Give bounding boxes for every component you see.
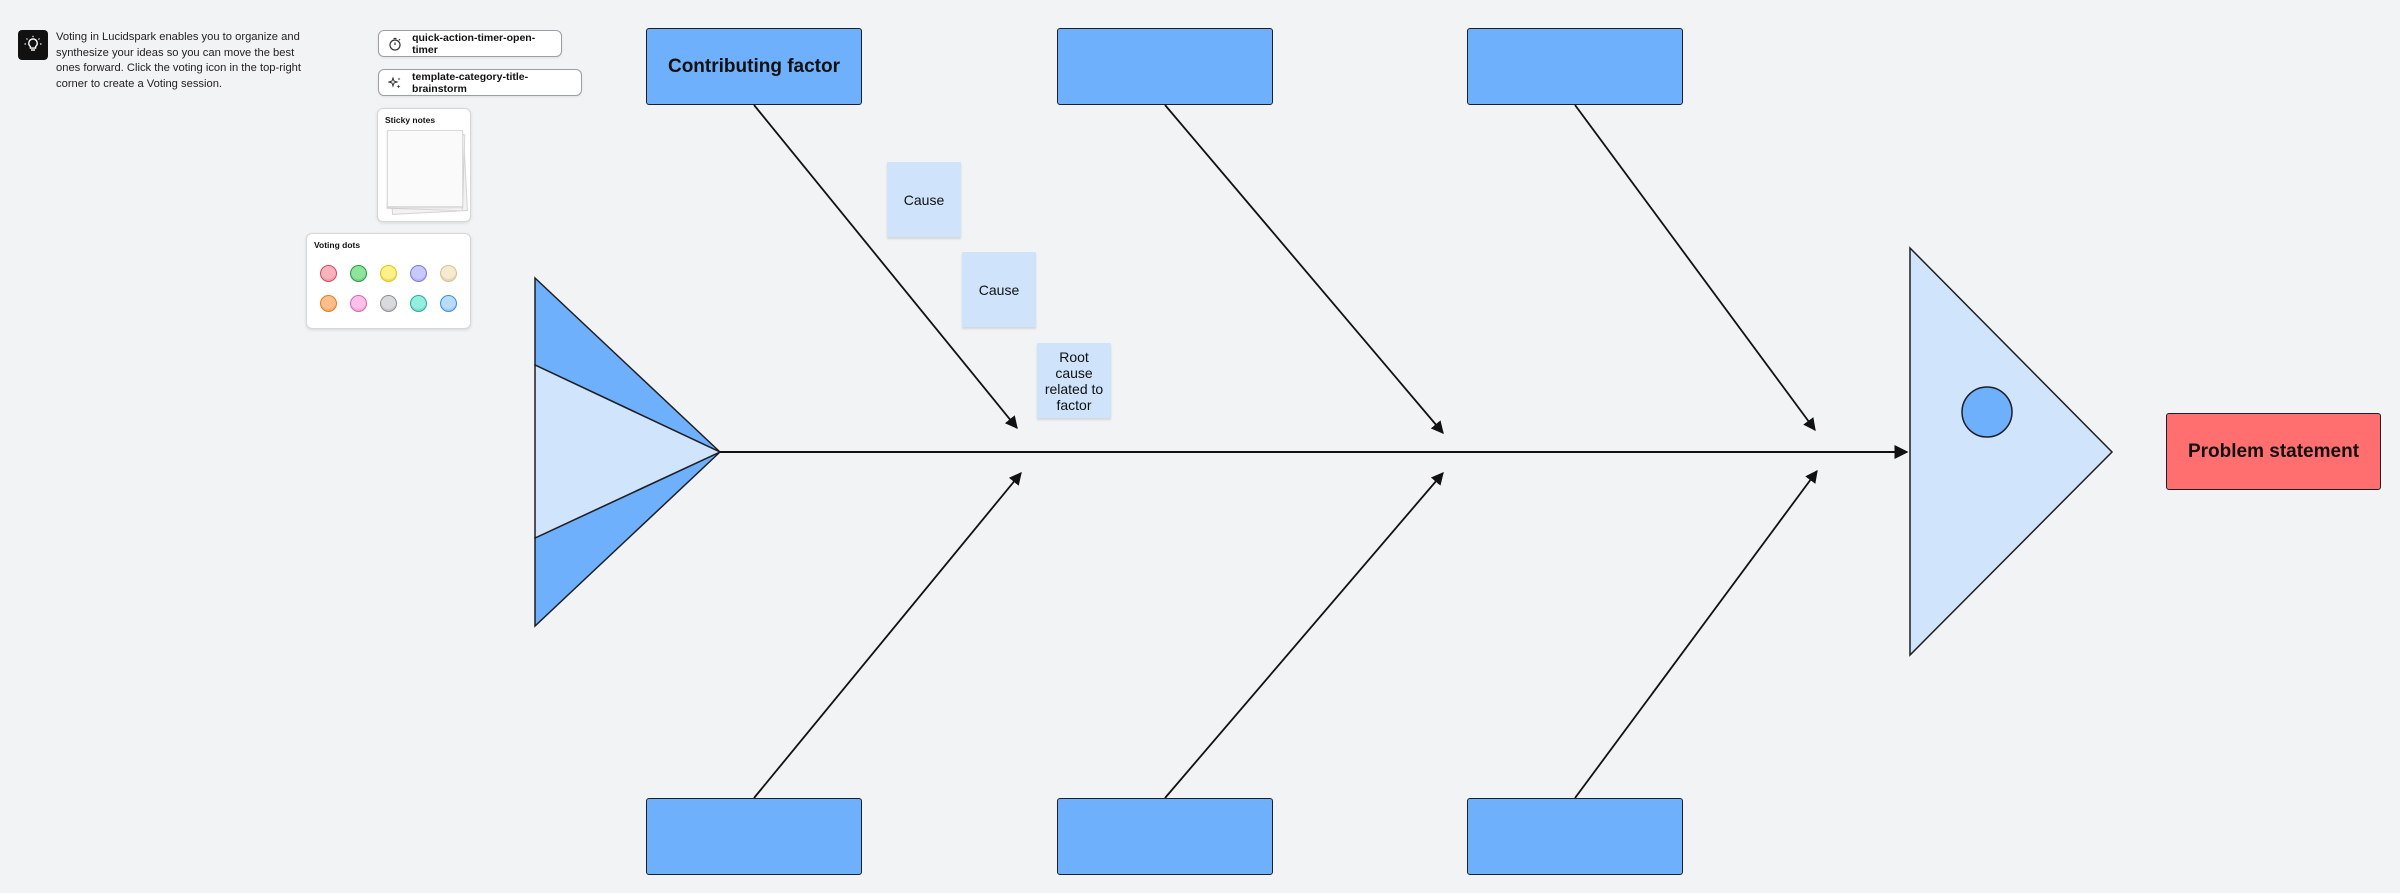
voting-dot[interactable] bbox=[380, 295, 397, 312]
lightbulb-icon bbox=[18, 30, 48, 60]
sparkle-icon bbox=[388, 75, 402, 90]
voting-tip-text: Voting in Lucidspark enables you to orga… bbox=[56, 31, 302, 90]
voting-dots-panel: Voting dots bbox=[306, 233, 471, 329]
voting-dot[interactable] bbox=[410, 265, 427, 282]
voting-dot[interactable] bbox=[320, 295, 337, 312]
cause-sticky-1[interactable]: Cause bbox=[887, 162, 961, 237]
sticky-notes-panel[interactable]: Sticky notes bbox=[377, 108, 471, 222]
voting-dots-title: Voting dots bbox=[314, 240, 361, 250]
root-cause-sticky[interactable]: Root cause related to factor bbox=[1037, 343, 1111, 418]
brainstorm-template-button[interactable]: template-category-title-brainstorm bbox=[378, 69, 582, 96]
bone-bottom-1 bbox=[753, 472, 1022, 799]
voting-dot[interactable] bbox=[320, 265, 337, 282]
voting-dot[interactable] bbox=[440, 295, 457, 312]
timer-icon bbox=[388, 36, 402, 51]
bone-top-3 bbox=[1574, 104, 1816, 432]
fish-head bbox=[1909, 246, 2114, 657]
cause-sticky-2[interactable]: Cause bbox=[962, 252, 1036, 327]
bone-bottom-2 bbox=[1164, 472, 1444, 799]
factor-box-bottom-2[interactable] bbox=[1057, 798, 1273, 875]
fish-tail-middle bbox=[534, 363, 722, 540]
voting-dot[interactable] bbox=[350, 295, 367, 312]
factor-box-bottom-1[interactable] bbox=[646, 798, 862, 875]
factor-box-top-1[interactable]: Contributing factor bbox=[646, 28, 862, 105]
bone-top-1 bbox=[753, 104, 1018, 429]
fish-eye bbox=[1961, 386, 2013, 438]
factor-box-top-2[interactable] bbox=[1057, 28, 1273, 105]
voting-dot[interactable] bbox=[380, 265, 397, 282]
voting-dot[interactable] bbox=[440, 265, 457, 282]
bone-bottom-3 bbox=[1574, 469, 1818, 799]
sticky-notes-title: Sticky notes bbox=[385, 115, 436, 125]
open-timer-button[interactable]: quick-action-timer-open-timer bbox=[378, 30, 562, 57]
factor-box-bottom-3[interactable] bbox=[1467, 798, 1683, 875]
sticky-note-preview[interactable] bbox=[387, 130, 463, 207]
voting-dot[interactable] bbox=[350, 265, 367, 282]
problem-statement-box[interactable]: Problem statement bbox=[2166, 413, 2381, 490]
bone-top-2 bbox=[1164, 104, 1444, 434]
voting-dot[interactable] bbox=[410, 295, 427, 312]
open-timer-label: quick-action-timer-open-timer bbox=[412, 31, 536, 56]
factor-box-top-3[interactable] bbox=[1467, 28, 1683, 105]
brainstorm-template-label: template-category-title-brainstorm bbox=[412, 70, 529, 95]
